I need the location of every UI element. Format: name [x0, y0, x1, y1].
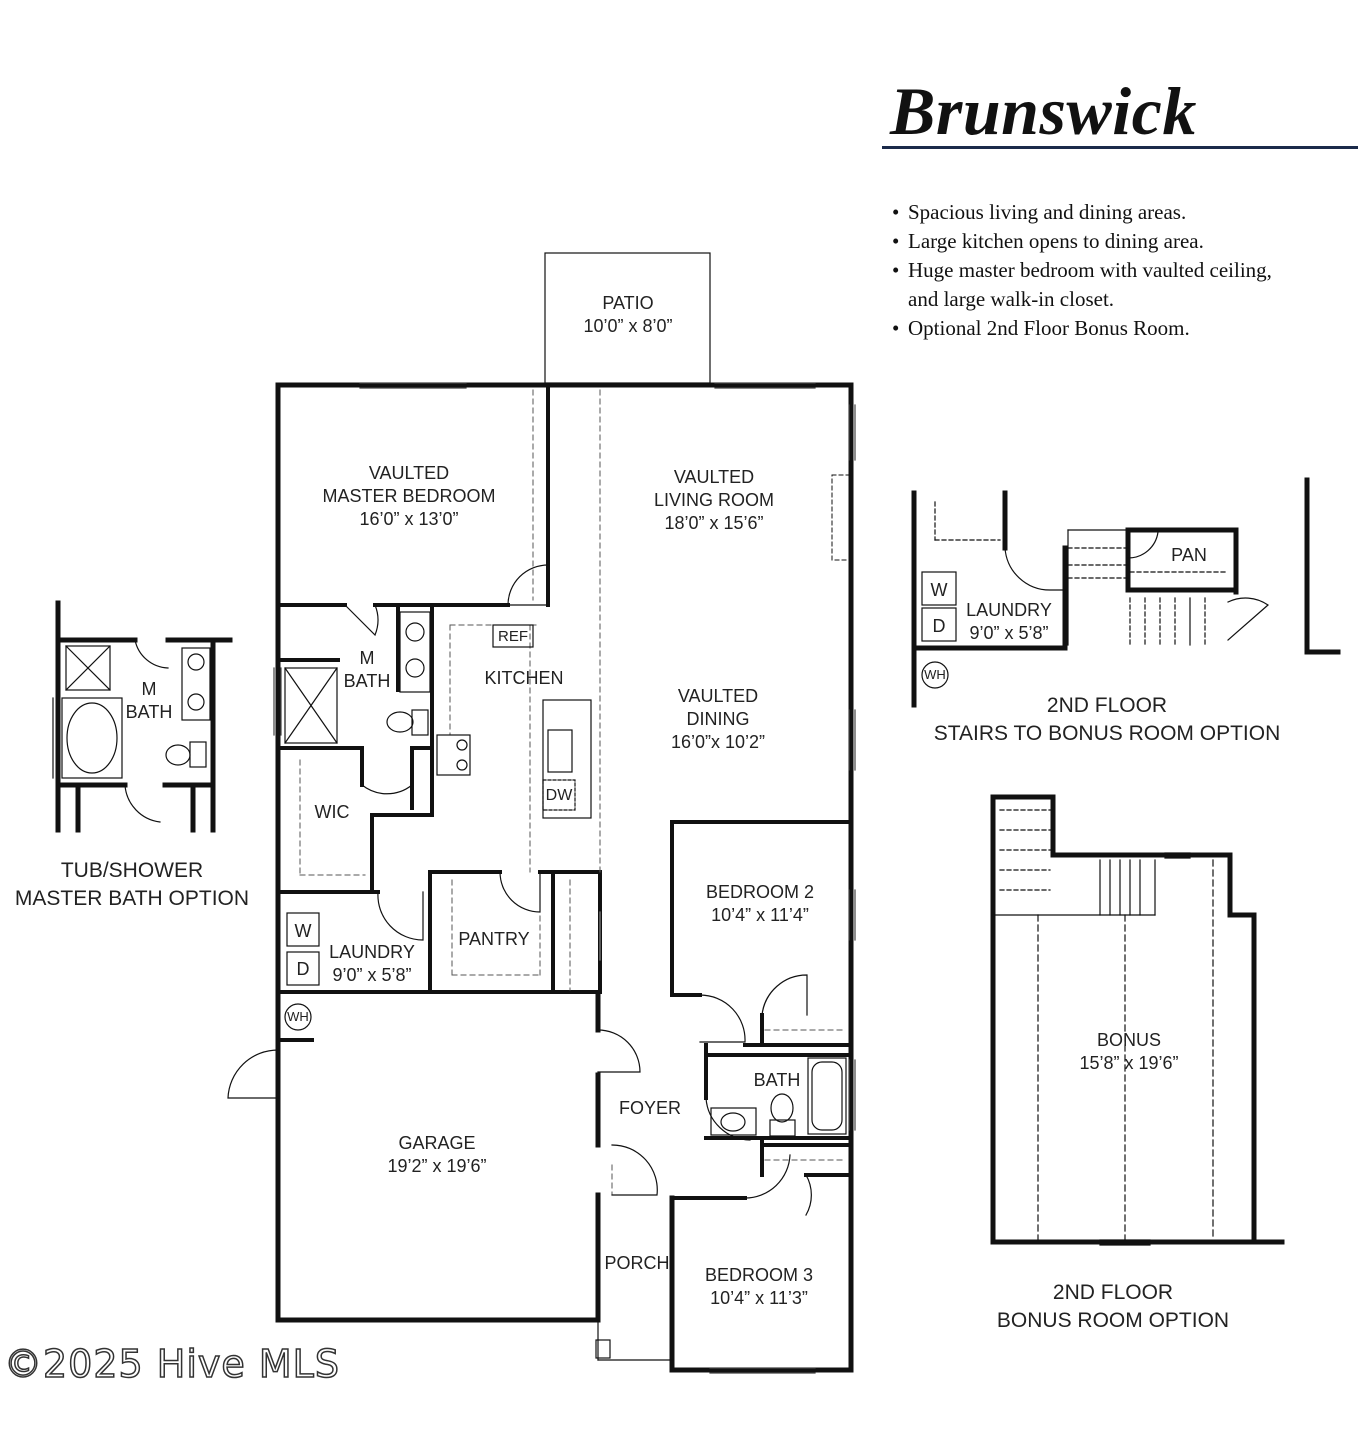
closet-dashes — [299, 389, 846, 1196]
master-bath-label: M BATH — [344, 647, 391, 693]
feature-item: and large walk-in closet. — [908, 287, 1115, 311]
living-room-line1: VAULTED — [673, 467, 755, 487]
stairs-water-heater-label: WH — [924, 667, 946, 682]
tub-option-drawing — [55, 600, 233, 833]
garage-label: GARAGE 19’2” x 19’6” — [387, 1132, 486, 1178]
door-swings — [227, 564, 812, 1216]
feature-item: Large kitchen opens to dining area. — [892, 227, 1352, 256]
stairs-option-caption: 2ND FLOOR STAIRS TO BONUS ROOM OPTION — [934, 692, 1281, 748]
stairs-option-walls — [911, 477, 1341, 708]
patio-label: PATIO 10’0” x 8’0” — [583, 292, 672, 338]
bonus-option-walls — [990, 794, 1285, 1245]
bedroom3-name: BEDROOM 3 — [704, 1265, 814, 1285]
master-bath-fixtures — [284, 611, 431, 744]
porch-label: PORCH — [604, 1253, 670, 1273]
bedroom3-size: 10’4” x 11’3” — [710, 1288, 808, 1308]
windows — [273, 382, 856, 1374]
stairs-dryer-label: D — [932, 616, 946, 636]
dining-label: VAULTED DINING 16’0”x 10’2” — [671, 685, 765, 754]
tub-option-bath: BATH — [125, 702, 173, 722]
stairs-washer-label: W — [930, 580, 948, 600]
stairs-laundry-size: 9’0” x 5’8” — [969, 623, 1049, 643]
laundry-label: LAUNDRY 9’0” x 5’8” — [329, 941, 415, 987]
dryer-label: D — [296, 959, 310, 979]
tub-option-fixtures — [52, 639, 211, 823]
living-room-label: VAULTED LIVING ROOM 18’0” x 15’6” — [654, 466, 774, 535]
bonus-option-caption1: 2ND FLOOR — [1052, 1281, 1174, 1304]
bonus-option-caption: 2ND FLOOR BONUS ROOM OPTION — [997, 1279, 1229, 1335]
feature-item: Huge master bedroom with vaulted ceiling… — [892, 256, 1352, 285]
copyright-watermark: ©2025 Hive MLS — [3, 1341, 340, 1387]
patio-name: PATIO — [602, 293, 654, 313]
stairs-laundry-label: LAUNDRY 9’0” x 5’8” — [966, 599, 1052, 645]
tub-option-m: M — [141, 679, 157, 699]
stairs-option-caption1: 2ND FLOOR — [1046, 694, 1168, 717]
feature-item: Optional 2nd Floor Bonus Room. — [892, 314, 1352, 343]
feature-item: Spacious living and dining areas. — [892, 198, 1352, 227]
main-exterior-walls — [275, 382, 854, 1373]
tub-option-caption1: TUB/SHOWER — [60, 859, 204, 882]
stairs-option-caption2: STAIRS TO BONUS ROOM OPTION — [933, 722, 1281, 745]
ref-label: REF — [498, 628, 528, 645]
wic-label: WIC — [314, 802, 350, 822]
bonus-room-name: BONUS — [1096, 1030, 1161, 1050]
plan-title: Brunswick — [890, 73, 1197, 149]
laundry-size: 9’0” x 5’8” — [332, 965, 412, 985]
kitchen-label: KITCHEN — [484, 668, 564, 688]
tub-option-caption: TUB/SHOWER MASTER BATH OPTION — [15, 857, 249, 913]
dishwasher-label: DW — [545, 787, 573, 804]
master-bath-line1: M — [359, 648, 375, 668]
bedroom2-label: BEDROOM 2 10’4” x 11’4” — [706, 881, 814, 927]
master-bedroom-line2: MASTER BEDROOM — [322, 486, 496, 506]
living-room-line2: LIVING ROOM — [653, 490, 775, 510]
dining-size: 16’0”x 10’2” — [670, 732, 766, 752]
foyer-label: FOYER — [618, 1098, 682, 1118]
laundry-name: LAUNDRY — [329, 942, 415, 962]
fireplace — [831, 474, 850, 561]
garage-size: 19’2” x 19’6” — [387, 1156, 487, 1176]
tub-option-caption2: MASTER BATH OPTION — [14, 887, 250, 910]
dining-line2: DINING — [686, 709, 750, 729]
feature-list: Spacious living and dining areas. Large … — [892, 198, 1352, 343]
bonus-option-details — [994, 809, 1214, 1246]
bonus-option-caption2: BONUS ROOM OPTION — [996, 1309, 1230, 1332]
title-underline — [882, 146, 1358, 149]
garage-name: GARAGE — [398, 1133, 476, 1153]
porch-outline — [595, 1319, 673, 1361]
pantry-label: PANTRY — [458, 929, 530, 949]
dining-line1: VAULTED — [677, 686, 759, 706]
master-bedroom-label: VAULTED MASTER BEDROOM 16’0” x 13’0” — [322, 462, 495, 531]
laundry-fixtures — [284, 912, 320, 1031]
bedroom2-name: BEDROOM 2 — [705, 882, 815, 902]
master-bath-line2: BATH — [343, 671, 391, 691]
patio-size: 10’0” x 8’0” — [583, 316, 673, 336]
hall-bath-fixtures — [710, 1057, 847, 1137]
interior-walls — [276, 383, 853, 1200]
living-room-size: 18’0” x 15’6” — [664, 513, 764, 533]
tub-option-bath-label: M BATH — [126, 678, 173, 724]
master-bedroom-size: 16’0” x 13’0” — [359, 509, 459, 529]
master-bedroom-line1: VAULTED — [368, 463, 450, 483]
water-heater-label: WH — [287, 1009, 309, 1024]
bedroom2-size: 10’4” x 11’4” — [711, 905, 809, 925]
bath-label: BATH — [753, 1070, 801, 1090]
washer-label: W — [294, 921, 312, 941]
bonus-room-label: BONUS 15’8” x 19’6” — [1079, 1029, 1178, 1075]
stairs-laundry-name: LAUNDRY — [966, 600, 1052, 620]
stairs-pantry-label: PAN — [1171, 545, 1207, 565]
stairs-option-details — [921, 501, 1269, 689]
kitchen-fixtures — [436, 624, 592, 819]
bedroom3-label: BEDROOM 3 10’4” x 11’3” — [705, 1264, 813, 1310]
bonus-room-size: 15’8” x 19’6” — [1079, 1053, 1179, 1073]
